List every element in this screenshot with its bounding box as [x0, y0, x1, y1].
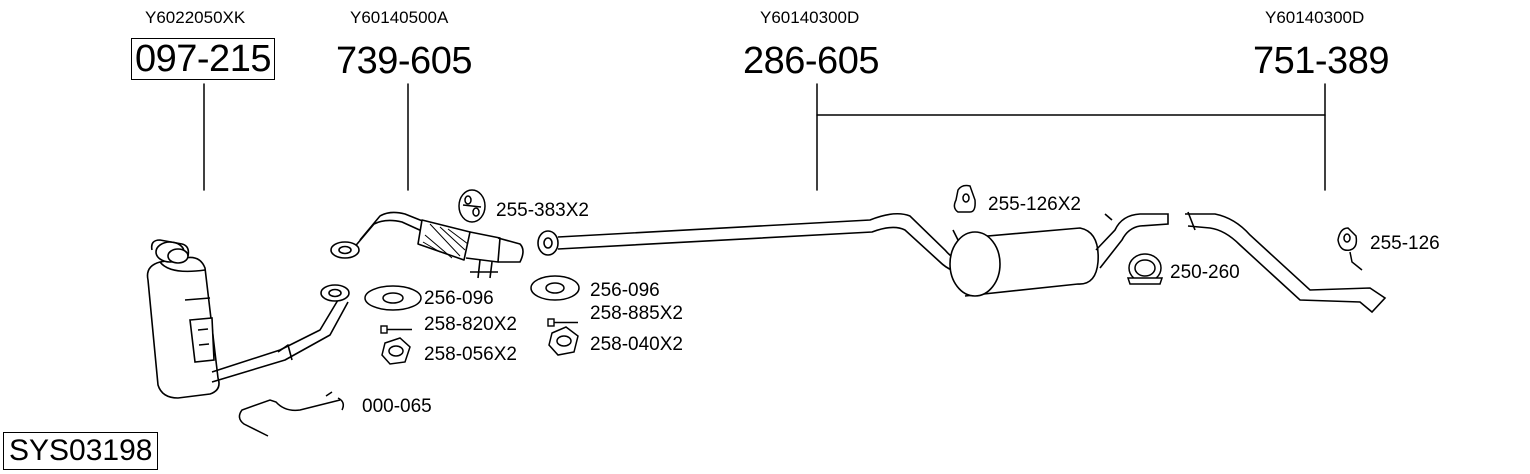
- gasket-256-096-right: [530, 275, 580, 301]
- part-number-751-389[interactable]: 751-389: [1253, 40, 1389, 82]
- accessory-label-256-096-left[interactable]: 256-096: [424, 288, 494, 309]
- center-pipe-drawing: [537, 212, 971, 277]
- accessory-label-256-096-right[interactable]: 256-096: [590, 280, 660, 301]
- oem-number-286-605: Y60140300D: [760, 8, 860, 27]
- front-pipe-drawing: [211, 211, 524, 383]
- accessory-label-258-056x2[interactable]: 258-056X2: [424, 344, 517, 365]
- gasket-256-096-left: [364, 285, 422, 311]
- accessory-label-255-126[interactable]: 255-126: [1370, 233, 1440, 254]
- sensor-pipe-000-065: [238, 391, 345, 437]
- nut-258-040: [548, 326, 579, 356]
- clamp-250-260: [1126, 253, 1164, 285]
- oem-number-751-389: Y60140300D: [1265, 8, 1365, 27]
- rubber-mount-255-126-x2: [953, 184, 976, 213]
- oem-number-097-215: Y6022050XK: [145, 8, 246, 27]
- bolt-258-820: [380, 325, 412, 334]
- rear-silencer-drawing: [949, 213, 1169, 297]
- dpf-catalyst-drawing: [146, 239, 220, 399]
- accessory-label-258-885x2[interactable]: 258-885X2: [590, 303, 683, 324]
- nut-258-056: [381, 337, 411, 365]
- part-number-739-605[interactable]: 739-605: [336, 40, 472, 82]
- accessory-label-258-820x2[interactable]: 258-820X2: [424, 314, 517, 335]
- part-number-097-215[interactable]: 097-215: [131, 38, 275, 80]
- bolt-258-885: [547, 318, 578, 327]
- part-number-286-605[interactable]: 286-605: [743, 40, 879, 82]
- system-code: SYS03198: [3, 432, 159, 470]
- rubber-mount-255-126: [1337, 227, 1363, 271]
- tail-pipe-drawing: [1185, 211, 1387, 314]
- rubber-mount-255-383: [458, 189, 486, 223]
- oem-number-739-605: Y60140500A: [350, 8, 449, 27]
- accessory-label-258-040x2[interactable]: 258-040X2: [590, 334, 683, 355]
- accessory-label-250-260[interactable]: 250-260: [1170, 262, 1240, 283]
- accessory-label-000-065[interactable]: 000-065: [362, 396, 432, 417]
- accessory-label-255-126x2[interactable]: 255-126X2: [988, 194, 1081, 215]
- accessory-label-255-383x2[interactable]: 255-383X2: [496, 200, 589, 221]
